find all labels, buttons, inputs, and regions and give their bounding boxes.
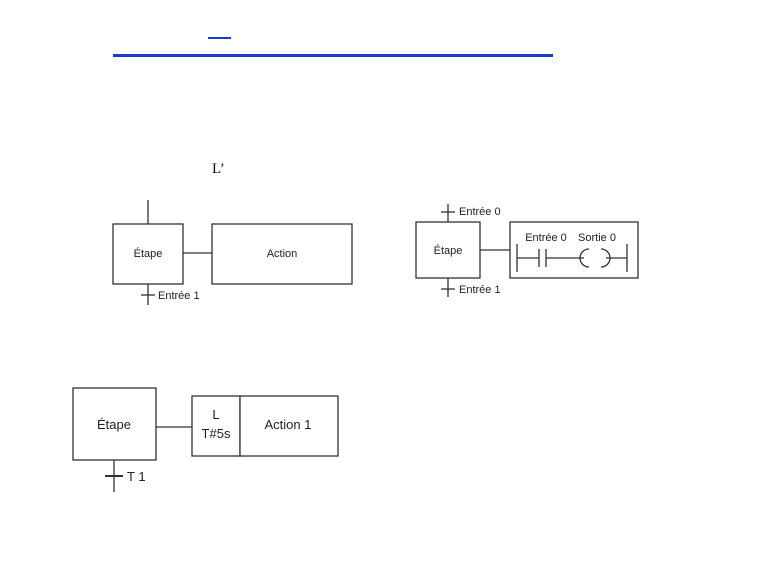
coil-left-arc bbox=[579, 248, 590, 268]
caption-text: L’ bbox=[212, 161, 225, 177]
time-label: T#5s bbox=[202, 426, 231, 441]
title-underline-long bbox=[113, 54, 553, 57]
step-label: Étape bbox=[97, 417, 131, 432]
step-box bbox=[415, 221, 481, 279]
title-underline-short bbox=[208, 37, 231, 39]
action-label: Action bbox=[267, 248, 298, 260]
qualifier-label: L bbox=[212, 407, 219, 422]
action-box bbox=[211, 223, 353, 285]
step-label: Étape bbox=[134, 247, 163, 260]
ladder-action-box bbox=[509, 221, 639, 279]
coil-label: Sortie 0 bbox=[578, 232, 616, 244]
contact-label: Entrée 0 bbox=[525, 232, 567, 244]
input-transition-label: Entrée 0 bbox=[459, 206, 501, 218]
step-box bbox=[72, 387, 157, 461]
qualifier-box bbox=[191, 395, 241, 457]
step-label: Étape bbox=[434, 244, 463, 257]
step-box bbox=[112, 223, 184, 285]
action-label: Action 1 bbox=[265, 417, 312, 432]
diagram-step-timed-action bbox=[72, 387, 339, 492]
transition-label: T 1 bbox=[127, 469, 146, 484]
output-transition-label: Entrée 1 bbox=[459, 284, 501, 296]
diagram-step-action bbox=[112, 200, 353, 305]
transition-label: Entrée 1 bbox=[158, 290, 200, 302]
diagram-step-ladder bbox=[415, 204, 639, 297]
action-box bbox=[239, 395, 339, 457]
